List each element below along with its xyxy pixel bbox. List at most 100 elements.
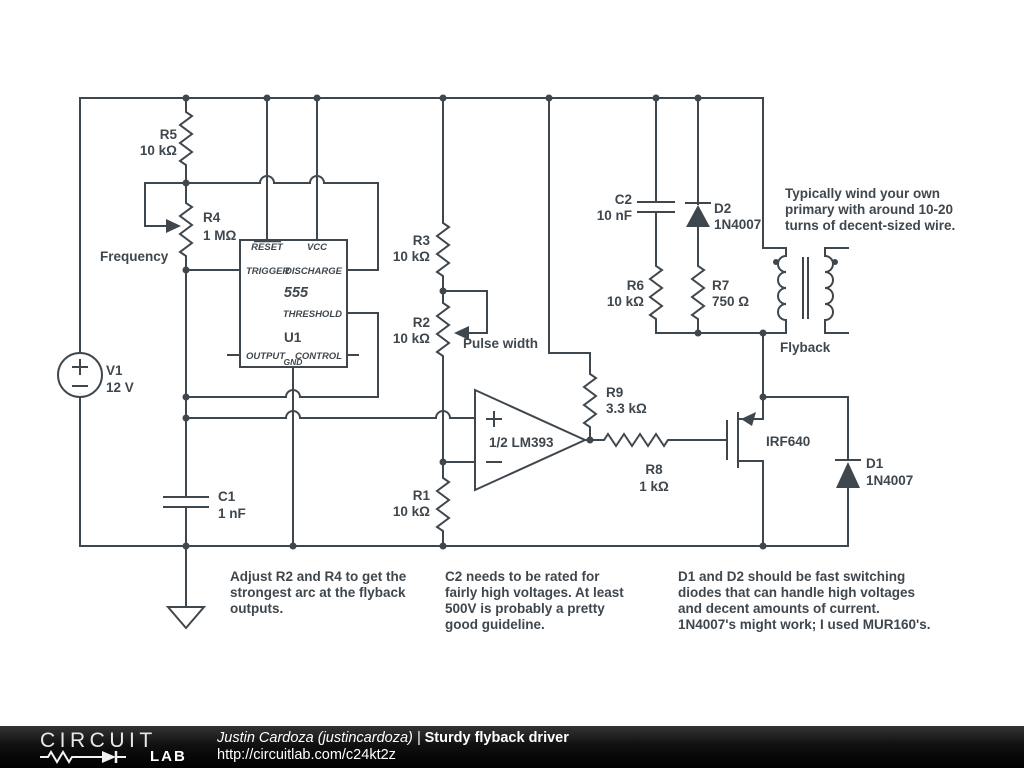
d2-value: 1N4007	[714, 217, 761, 232]
u1-pin-reset: RESET	[251, 242, 284, 253]
note-line: primary with around 10-20	[785, 202, 953, 217]
note-line: D1 and D2 should be fast switching	[678, 569, 905, 584]
note-line: fairly high voltages. At least	[445, 585, 624, 600]
u1-pin-output: OUTPUT	[246, 351, 286, 362]
snubber-c2-r6: C2 10 nF R6 10 kΩ	[597, 97, 675, 334]
u1-pin-threshold: THRESHOLD	[283, 309, 342, 320]
u1-pin-discharge: DISCHARGE	[285, 266, 343, 277]
r6-ref: R6	[627, 278, 645, 293]
note-line: strongest arc at the flyback	[230, 585, 406, 600]
transformer-label: Flyback	[780, 340, 831, 355]
ground-symbol	[165, 545, 207, 630]
footer-credits: Justin Cardoza (justincardoza)|Sturdy fl…	[217, 730, 569, 764]
r9-value: 3.3 kΩ	[606, 401, 647, 416]
u1-pin-control: CONTROL	[295, 351, 342, 362]
r7-value: 750 Ω	[712, 294, 749, 309]
comparator-lm393: 1/2 LM393	[474, 388, 588, 492]
comparator-label: 1/2 LM393	[489, 435, 554, 450]
discharge-net-wire	[144, 175, 379, 271]
primary-phase-dot	[773, 259, 779, 265]
r5-ref: R5	[160, 127, 178, 142]
note-tuning: Adjust R2 and R4 to get the strongest ar…	[230, 569, 407, 616]
secondary-phase-dot	[832, 259, 838, 265]
circuitlab-logo-lab: LAB	[150, 748, 187, 765]
potentiometer-r4: R4 1 MΩ Frequency	[100, 182, 237, 271]
voltage-source-v1: V1 12 V	[57, 352, 134, 398]
note-line: 500V is probably a pretty	[445, 601, 605, 616]
r2-ref: R2	[413, 315, 430, 330]
v1-ref: V1	[106, 363, 123, 378]
u1-ref: U1	[284, 330, 302, 345]
footer-url[interactable]: http://circuitlab.com/c24kt2z	[217, 747, 396, 763]
r3-value: 10 kΩ	[393, 249, 430, 264]
mosfet-irf640: IRF640	[726, 396, 810, 547]
clamp-d2-r7: D2 1N4007 R7 750 Ω	[685, 97, 761, 334]
transformer-flyback: Flyback	[762, 97, 849, 355]
schematic-canvas: V1 12 V R5 10 kΩ R4 1 MΩ Frequency C1	[57, 94, 955, 632]
u1-pin-trigger: TRIGGER	[246, 266, 289, 277]
r2-value: 10 kΩ	[393, 331, 430, 346]
circuitlab-logo[interactable]: CIRCUIT LAB	[40, 730, 215, 764]
note-line: turns of decent-sized wire.	[785, 218, 955, 233]
u1-pin-vcc: VCC	[307, 242, 327, 253]
circuitlab-logo-wordmark: CIRCUIT	[40, 729, 157, 752]
r2-wiper-arrow	[454, 326, 469, 340]
footer-circuit-title: Sturdy flyback driver	[424, 730, 569, 746]
note-line: diodes that can handle high voltages	[678, 585, 915, 600]
note-transformer: Typically wind your own primary with aro…	[785, 186, 955, 233]
d2-ref: D2	[714, 201, 731, 216]
r6-value: 10 kΩ	[607, 294, 644, 309]
potentiometer-r2	[442, 290, 488, 340]
pulse-width-label: Pulse width	[463, 336, 538, 351]
note-line: and decent amounts of current.	[678, 601, 880, 616]
note-line: outputs.	[230, 601, 283, 616]
plus-input-symbol	[486, 411, 502, 427]
footer-separator: |	[416, 730, 421, 746]
note-line: 1N4007's might work; I used MUR160's.	[678, 617, 931, 632]
u1-pin-gnd: GND	[284, 357, 303, 367]
r7-ref: R7	[712, 278, 729, 293]
r4-ref: R4	[203, 210, 221, 225]
c2-ref: C2	[615, 192, 632, 207]
r8-value: 1 kΩ	[639, 479, 669, 494]
d1-value: 1N4007	[866, 473, 913, 488]
threshold-net-wire	[185, 312, 379, 398]
r5-value: 10 kΩ	[140, 143, 177, 158]
note-line: Typically wind your own	[785, 186, 940, 201]
r1-value: 10 kΩ	[393, 504, 430, 519]
resistor-r8: R8 1 kΩ	[584, 432, 728, 494]
mosfet-arrow	[741, 412, 756, 426]
r4-wiper-arrow	[166, 219, 181, 233]
r9-ref: R9	[606, 385, 623, 400]
ic-555-u1: RESET VCC TRIGGER DISCHARGE THRESHOLD OU…	[227, 97, 359, 547]
footer-credit-line: Justin Cardoza (justincardoza)|Sturdy fl…	[217, 730, 569, 747]
c2-value: 10 nF	[597, 208, 632, 223]
u1-part: 555	[284, 285, 309, 301]
resistor-r5: R5 10 kΩ	[140, 97, 194, 184]
primary-winding	[762, 97, 787, 334]
footer-bar: CIRCUIT LAB Justin Cardoza (justincardoz…	[0, 726, 1024, 768]
r4-value: 1 MΩ	[203, 228, 237, 243]
junction-dots	[182, 94, 767, 550]
note-c2-rating: C2 needs to be rated for fairly high vol…	[445, 569, 624, 632]
note-line: Adjust R2 and R4 to get the	[230, 569, 407, 584]
diode-d1: D1 1N4007	[762, 396, 913, 547]
comparator-plus-net-wire	[185, 410, 476, 419]
resistor-diode-icon	[40, 749, 126, 764]
secondary-winding	[824, 247, 849, 334]
c1-ref: C1	[218, 489, 236, 504]
divider-column: R3 10 kΩ R2 10 kΩ Pulse width R1 10 kΩ	[393, 97, 538, 547]
r3-ref: R3	[413, 233, 431, 248]
r1-ref: R1	[413, 488, 431, 503]
d1-ref: D1	[866, 456, 884, 471]
transformer-core	[802, 257, 809, 319]
r8-ref: R8	[645, 462, 663, 477]
resistor-r9: R9 3.3 kΩ	[548, 97, 647, 441]
capacitor-c1: C1 1 nF	[163, 489, 246, 547]
v1-value: 12 V	[106, 380, 134, 395]
note-line: good guideline.	[445, 617, 545, 632]
frequency-label: Frequency	[100, 249, 169, 264]
footer-author: Justin Cardoza (justincardoza)	[217, 730, 413, 746]
primary-bottom-wire	[655, 332, 787, 398]
